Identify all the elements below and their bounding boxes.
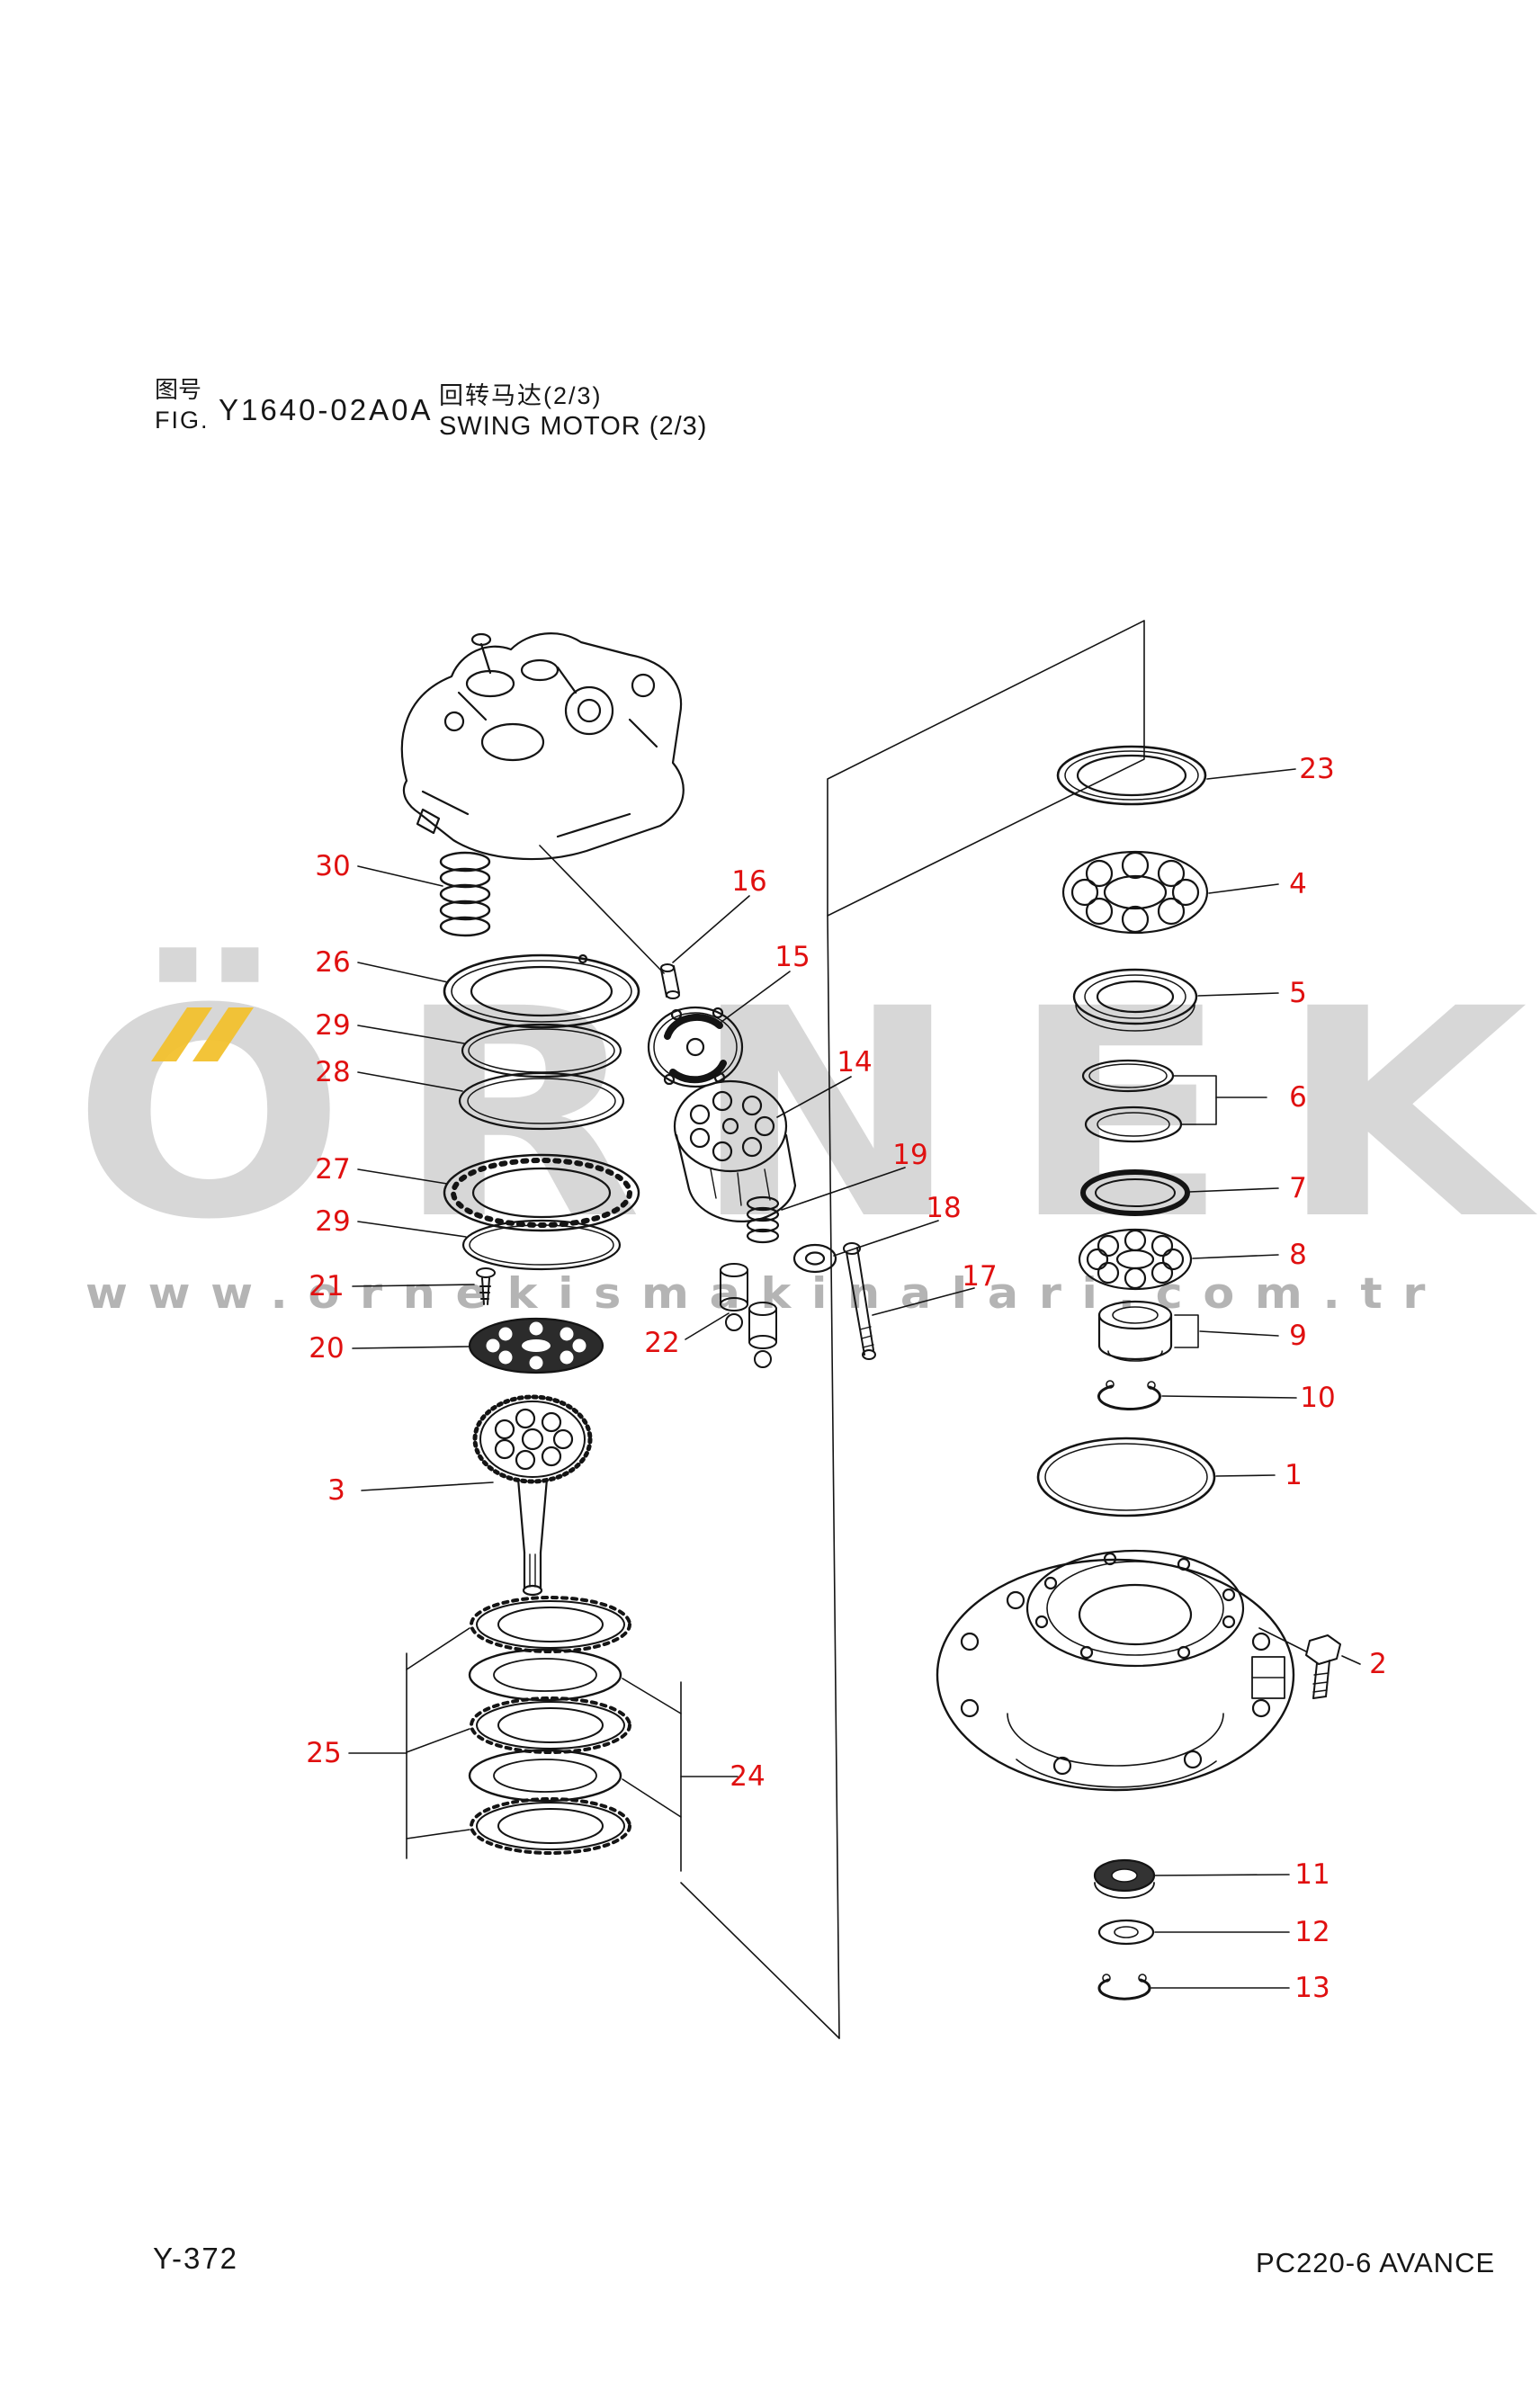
part-7-ring [1080,1169,1190,1216]
motor-assembly-drawing [400,632,685,861]
callout-27: 27 [315,1153,351,1186]
part-27-ring [443,1153,640,1232]
part-3-shaft [472,1394,593,1597]
part-29a-oring [461,1023,622,1079]
callout-29b: 29 [315,1205,351,1238]
callout-26: 26 [315,946,351,979]
leader-lines [348,768,1361,1989]
part-28-oring [458,1071,625,1131]
callout-12: 12 [1294,1916,1330,1948]
callout-5: 5 [1289,977,1307,1009]
part-5-seal [1072,968,1198,1032]
callout-29a: 29 [315,1009,351,1042]
callout-2: 2 [1369,1648,1387,1680]
part-30-spring [439,851,491,937]
part-16-pin [660,963,680,999]
callout-8: 8 [1289,1239,1307,1271]
callout-19: 19 [892,1139,928,1171]
watermark-url: www.ornekismakinalari.com.tr [85,1269,1446,1319]
footer-page-code: Y-372 [153,2242,239,2275]
callout-13: 13 [1294,1972,1330,2004]
watermark-brand: ÖRNEK [72,948,1540,1283]
callout-15: 15 [774,941,810,973]
callout-21: 21 [309,1270,345,1302]
callout-3: 3 [327,1474,345,1507]
part-11-nut [1093,1858,1156,1899]
part-26-ring [443,953,640,1029]
part-22-pistons [720,1263,777,1368]
part-12-washer [1097,1919,1155,1946]
footer-model: PC220-6 AVANCE [1256,2247,1496,2278]
header-fig-number: Y1640-02A0A [219,393,434,426]
part-10-snap-ring [1097,1380,1161,1410]
part-17-bolt [843,1242,876,1360]
part-13-snap-ring [1097,1974,1151,2001]
part-20-plate [468,1317,604,1374]
part-4-bearing [1061,850,1209,935]
housing-drawing [936,1549,1295,1792]
part-9-sleeve [1097,1300,1199,1362]
part-18-washer [792,1243,837,1274]
part-21-screw [476,1267,496,1305]
construction-lines [539,620,1145,2039]
header-fig-label: FIG. [155,407,210,434]
callout-7: 7 [1289,1172,1307,1204]
part-29b-oring [461,1219,622,1271]
header-fig-label-cn: 图号 [155,376,202,403]
callout-14: 14 [837,1046,873,1079]
part-2-bolt [1258,1627,1341,1699]
header-title-cn: 回转马达(2/3) [439,382,603,409]
callout-20: 20 [309,1332,345,1365]
callout-4: 4 [1289,868,1307,900]
part-6-seals [1081,1059,1217,1143]
part-19-spring [746,1195,780,1244]
callout-1: 1 [1285,1459,1303,1491]
part-15-valve-plate [647,1006,744,1088]
header-title-en: SWING MOTOR (2/3) [439,412,708,441]
part-8-bearing [1078,1228,1193,1291]
callout-24: 24 [730,1760,766,1793]
callout-16: 16 [731,865,767,898]
part-23-ring [1056,745,1207,806]
part-14-cylinder-block [673,1079,797,1222]
callout-25: 25 [306,1737,342,1769]
callout-22: 22 [644,1327,680,1359]
callout-18: 18 [926,1192,962,1224]
callout-30: 30 [315,850,351,882]
callout-10: 10 [1300,1382,1336,1414]
callout-23: 23 [1299,753,1335,785]
callout-17: 17 [962,1260,998,1293]
callout-28: 28 [315,1056,351,1088]
callout-9: 9 [1289,1320,1307,1352]
part-1-oring [1036,1437,1216,1517]
callout-11: 11 [1294,1858,1330,1891]
callout-6: 6 [1289,1081,1307,1114]
part-24-25-disc-stack [406,1596,682,1872]
